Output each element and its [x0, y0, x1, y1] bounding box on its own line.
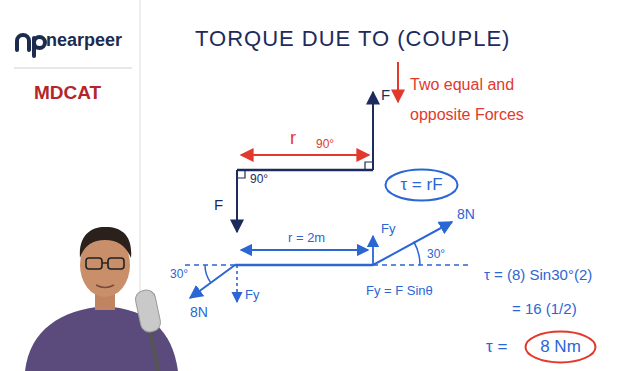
example-diagram — [185, 222, 470, 302]
equation-text: Fy = F Sinθ — [366, 284, 433, 299]
equation-text: = 16 (1/2) — [512, 300, 577, 317]
equation-text: τ = (8) Sin30°(2) — [484, 266, 592, 283]
dimension-label: r — [290, 128, 296, 149]
logo-rule — [14, 68, 132, 69]
force-label: 8N — [190, 304, 208, 320]
formula-ellipse: τ = rF — [384, 168, 459, 202]
angle-label: 30° — [427, 248, 445, 262]
component-label: Fy — [381, 222, 395, 237]
force-label: 8N — [457, 206, 475, 222]
force-label: F — [214, 196, 223, 213]
microphone — [134, 288, 162, 371]
angle-label: 30° — [170, 268, 188, 282]
note-text: Two equal and opposite Forces — [410, 70, 560, 130]
couple-diagram — [237, 92, 373, 232]
force-label: F — [381, 86, 390, 103]
outline-ellipse — [386, 170, 458, 201]
angle-label: 90° — [316, 138, 334, 152]
outline-ellipse — [526, 332, 596, 363]
presenter-figure — [25, 227, 178, 371]
node-text: τ = rF — [400, 175, 443, 195]
answer-circle: 8 Nm — [524, 330, 597, 364]
pointer-arrow — [397, 62, 399, 102]
component-label: Fy — [245, 288, 259, 303]
brand-name: nearpeer — [46, 30, 122, 51]
slide-title: TORQUE DUE TO (COUPLE) — [195, 26, 510, 51]
dimension-label: r = 2m — [288, 231, 325, 246]
logo-icon — [17, 35, 45, 56]
node-text: 8 Nm — [540, 337, 581, 357]
angle-label: 90° — [250, 173, 268, 187]
equation-text: τ = — [486, 337, 507, 357]
brand-tag: MDCAT — [34, 82, 101, 104]
